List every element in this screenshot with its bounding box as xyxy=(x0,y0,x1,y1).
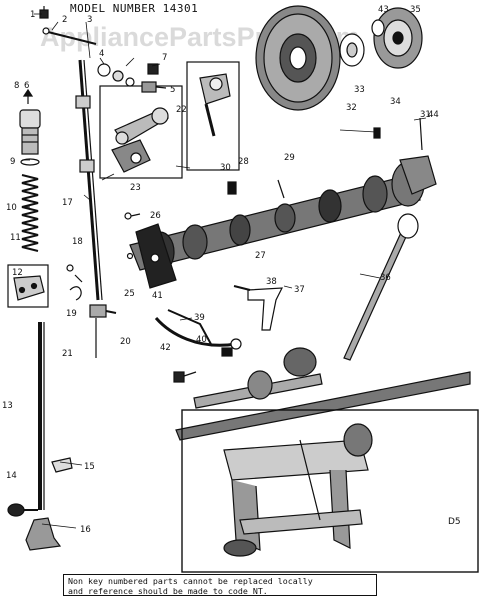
part-nut-7 xyxy=(147,63,159,75)
callout-43: 43 xyxy=(378,5,389,15)
part-bed-wedge xyxy=(175,371,471,441)
part-crank-23 xyxy=(111,139,151,173)
part-screw-1 xyxy=(39,6,49,19)
callout-31: 31 xyxy=(420,110,431,120)
callout-11: 11 xyxy=(10,233,21,243)
part-screw-42 xyxy=(173,371,197,383)
footer-note-line-1: Non key numbered parts cannot be replace… xyxy=(68,576,313,586)
callout-38: 38 xyxy=(266,277,277,287)
callout-29: 29 xyxy=(284,153,295,163)
part-connecting-arm-36 xyxy=(343,213,419,361)
part-stud-6 xyxy=(19,88,41,155)
part-presser-foot-16 xyxy=(25,517,62,551)
callout-25: 25 xyxy=(124,289,135,299)
callout-39: 39 xyxy=(194,313,205,323)
part-pin-29 xyxy=(277,179,285,199)
callout-20: 20 xyxy=(120,337,131,347)
callout-27: 27 xyxy=(255,251,266,261)
inset-machine-overview xyxy=(181,409,479,573)
footer-note-line-2: and reference should be made to code NT. xyxy=(68,586,268,596)
callout-21: 21 xyxy=(62,349,73,359)
part-clamp-18 xyxy=(66,264,83,283)
callout-16: 16 xyxy=(80,525,91,535)
part-lower-shaft xyxy=(193,347,323,409)
part-hook-19 xyxy=(69,286,82,301)
part-wire-31 xyxy=(419,117,423,151)
callout-9: 9 xyxy=(10,157,15,167)
callout-28: 28 xyxy=(238,157,249,167)
part-link-box-30 xyxy=(186,61,240,171)
callout-17: 17 xyxy=(62,198,73,208)
part-washer-33 xyxy=(339,33,365,67)
part-screw-28 xyxy=(227,181,237,195)
part-gear-34 xyxy=(373,7,423,69)
callout-12: 12 xyxy=(12,268,23,278)
callout-30: 30 xyxy=(220,163,231,173)
part-screw-38 xyxy=(233,285,251,291)
callout-18: 18 xyxy=(72,237,83,247)
part-presser-bar-13 xyxy=(38,322,45,510)
callout-33: 33 xyxy=(354,85,365,95)
part-thumb-screw-14 xyxy=(7,503,38,517)
part-guide-15 xyxy=(51,457,73,473)
part-bracket-37 xyxy=(247,287,284,331)
callout-23: 23 xyxy=(130,183,141,193)
callout-37: 37 xyxy=(294,285,305,295)
part-washer-9 xyxy=(20,158,40,166)
part-handwheel-32 xyxy=(255,5,341,111)
callout-leaders xyxy=(22,13,427,529)
callout-7: 7 xyxy=(162,53,167,63)
callout-26: 26 xyxy=(150,211,161,221)
callout-13: 13 xyxy=(2,401,13,411)
callout-4: 4 xyxy=(99,49,104,59)
model-number-title: MODEL NUMBER 14301 xyxy=(70,2,199,15)
callout-41: 41 xyxy=(152,291,163,301)
callout-42: 42 xyxy=(160,343,171,353)
callout-8: 8 xyxy=(14,81,19,91)
part-feed-lever-39 xyxy=(154,309,242,350)
callout-3: 3 xyxy=(87,15,92,25)
callout-22: 22 xyxy=(176,105,187,115)
part-needle-clamp-20 xyxy=(89,304,117,318)
part-set-screw-26 xyxy=(124,212,141,220)
callout-2: 2 xyxy=(62,15,67,25)
part-pin-30b xyxy=(373,127,381,139)
callout-44: 44 xyxy=(428,110,439,120)
callout-40: 40 xyxy=(196,335,207,345)
part-ring-43 xyxy=(371,19,385,37)
callout-1: 1 xyxy=(30,10,35,20)
callout-32: 32 xyxy=(346,103,357,113)
callout-15: 15 xyxy=(84,462,95,472)
part-bracket-12 xyxy=(7,264,49,308)
callout-36: 36 xyxy=(380,273,391,283)
callout-34: 34 xyxy=(390,97,401,107)
part-bushing-44 xyxy=(399,155,437,195)
part-pin-25 xyxy=(126,252,134,260)
callout-14: 14 xyxy=(6,471,17,481)
part-main-shaft-27 xyxy=(129,161,425,289)
footer-note-box: Non key numbered parts cannot be replace… xyxy=(63,574,377,596)
callout-5: 5 xyxy=(170,85,175,95)
callout-labels: 1 2 3 4 5 6 7 8 9 10 11 12 13 14 15 16 1… xyxy=(2,5,439,535)
callout-6: 6 xyxy=(24,81,29,91)
part-thread-guide-4 xyxy=(97,63,135,87)
callout-35: 35 xyxy=(410,5,421,15)
callout-19: 19 xyxy=(66,309,77,319)
part-tension-5 xyxy=(141,81,167,93)
part-screw-40 xyxy=(221,347,233,357)
part-needle-bar-17 xyxy=(75,59,103,301)
callout-10: 10 xyxy=(6,203,17,213)
part-spring-10 xyxy=(21,174,39,252)
inset-label: D5 xyxy=(448,517,461,527)
